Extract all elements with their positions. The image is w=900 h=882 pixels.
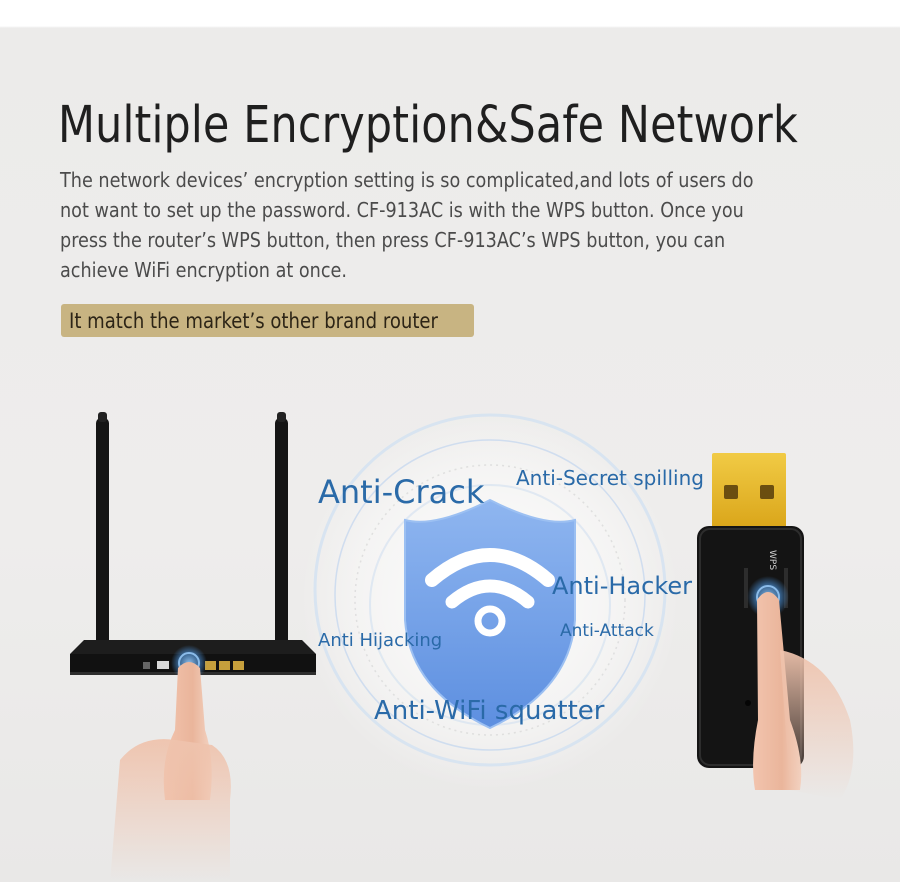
description-line: The network devices’ encryption setting … [60, 168, 754, 192]
tagline-badge [61, 304, 474, 337]
label-anti-secret-spilling: Anti-Secret spilling [516, 466, 704, 490]
usb-wps-label: WPS [767, 550, 777, 570]
description-paragraph: The network devices’ encryption setting … [60, 165, 754, 285]
router-image [70, 412, 316, 675]
label-anti-hijacking: Anti Hijacking [318, 630, 442, 651]
tagline-text: It match the market’s other brand router [69, 309, 438, 333]
description-line: press the router’s WPS button, then pres… [60, 228, 726, 252]
description-line: achieve WiFi encryption at once. [60, 258, 347, 282]
finger-press-icon [110, 645, 231, 882]
label-anti-crack: Anti-Crack [318, 473, 485, 511]
description-line: not want to set up the password. CF-913A… [60, 198, 744, 222]
page-title: Multiple Encryption&Safe Network [58, 96, 798, 155]
label-anti-attack: Anti-Attack [560, 621, 654, 641]
finger-press-icon [747, 576, 854, 800]
shield-wifi-icon [404, 498, 576, 730]
label-anti-hacker: Anti-Hacker [552, 572, 692, 600]
label-anti-wifi-squatter: Anti-WiFi squatter [374, 696, 605, 726]
